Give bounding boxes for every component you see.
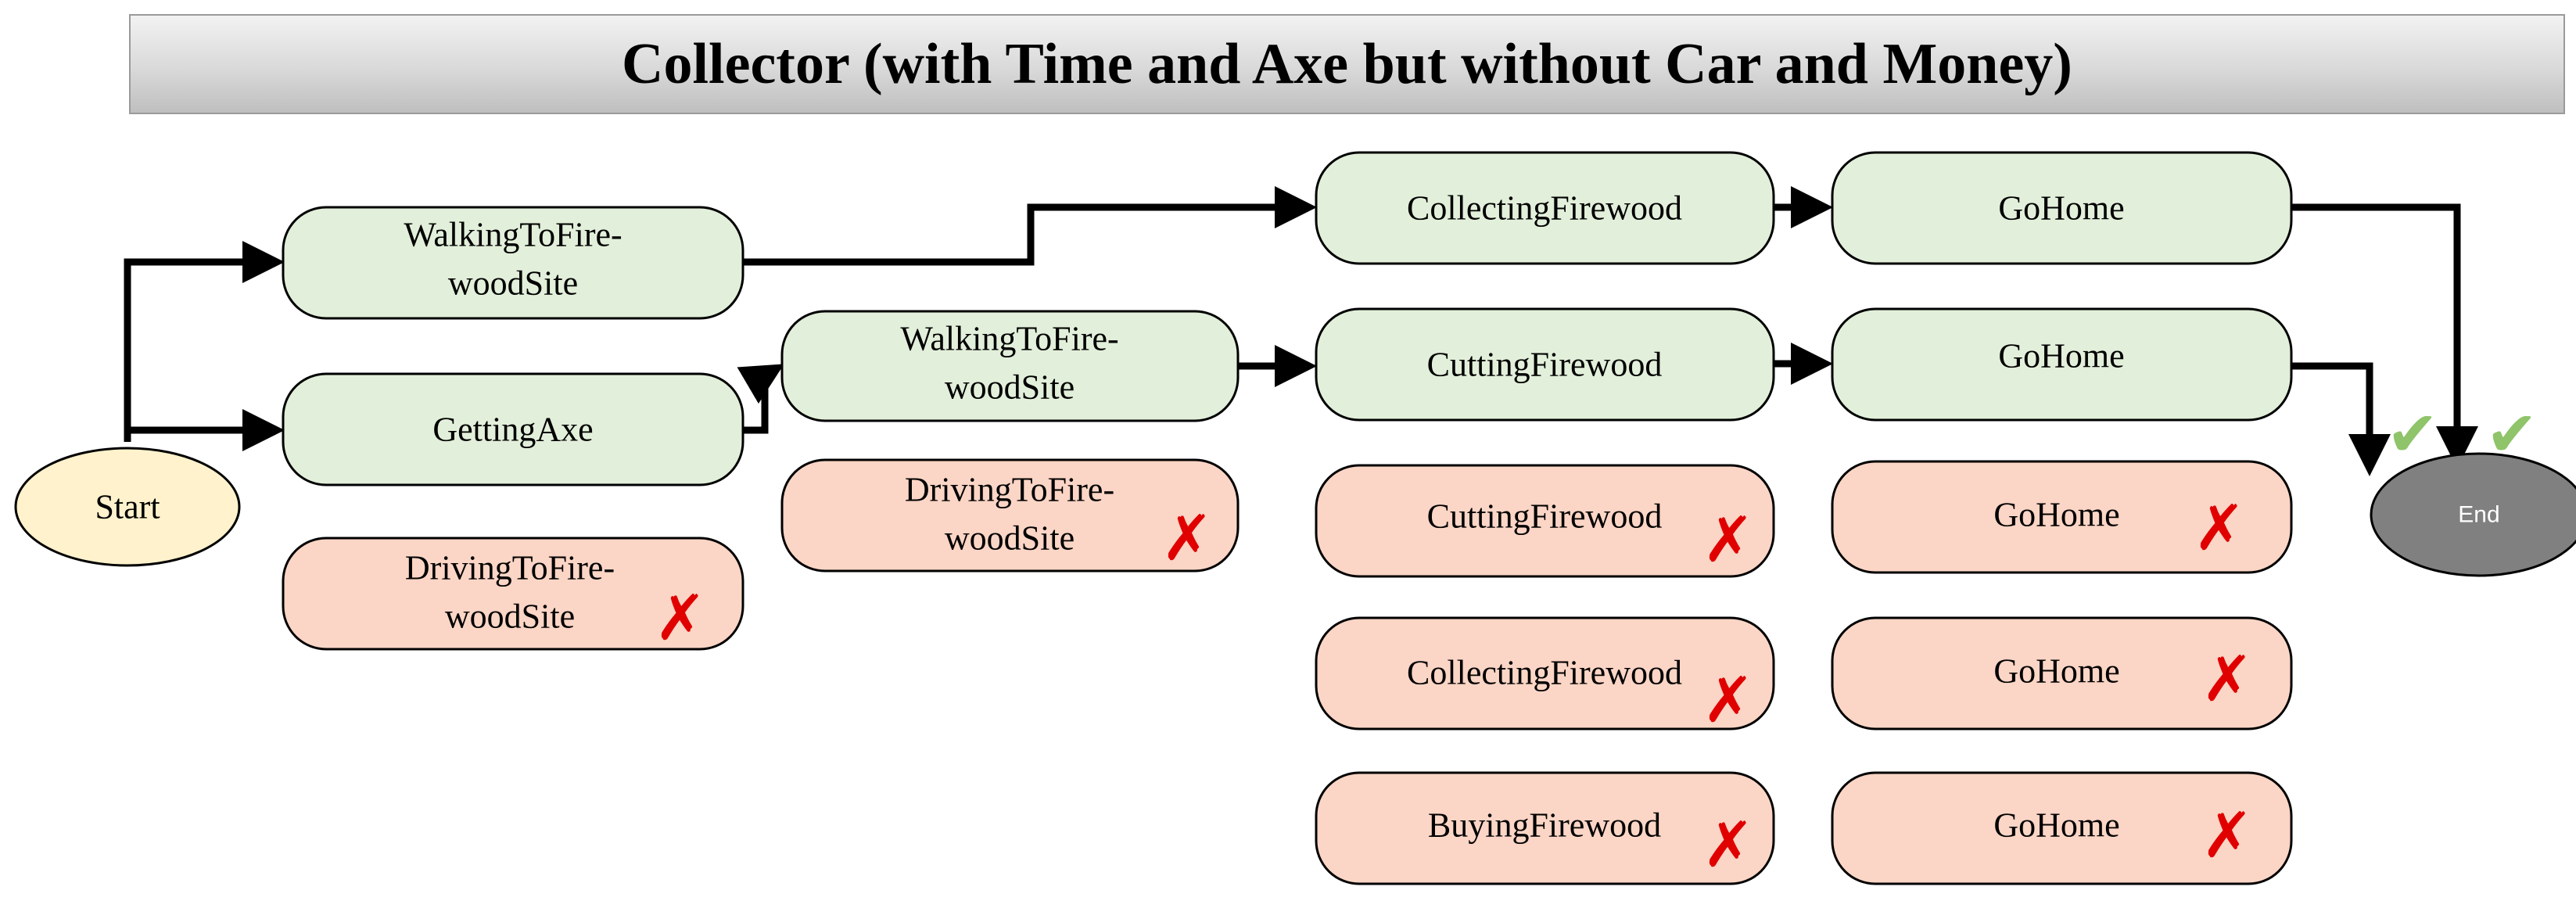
cross-mark-icon: ✗ (2193, 492, 2245, 565)
node-gohome-5: GoHome (1831, 771, 2293, 885)
node-walking-top: WalkingToFire- woodSite (282, 206, 744, 320)
end-label: End (2458, 502, 2499, 528)
collecting-fail-label: CollectingFirewood (1407, 654, 1682, 692)
check-mark-icon: ✔ (2386, 398, 2438, 471)
cross-mark-icon: ✗ (2201, 643, 2253, 716)
node-gohome-4: GoHome (1831, 616, 2293, 730)
walking-mid-line1: WalkingToFire- (900, 320, 1118, 358)
start-label: Start (95, 488, 160, 526)
node-driving-mid: DrivingToFire- woodSite (780, 458, 1240, 573)
node-cutting-mid: CuttingFirewood (1315, 307, 1775, 422)
walking-top-line2: woodSite (448, 264, 578, 303)
gohome-4-label: GoHome (1993, 652, 2119, 691)
edge-gohome2-end (2291, 362, 2391, 476)
node-walking-mid: WalkingToFire- woodSite (780, 310, 1240, 422)
check-mark-icon: ✔ (2485, 398, 2538, 471)
node-driving-left: DrivingToFire- woodSite (282, 537, 744, 651)
walking-top-line1: WalkingToFire- (404, 216, 622, 254)
node-buying-fail: BuyingFirewood (1315, 771, 1775, 885)
edge-start-getting-axe (124, 409, 285, 451)
driving-mid-line1: DrivingToFire- (905, 471, 1114, 509)
edge-getting-axe-walk-mid (737, 364, 784, 434)
cross-mark-icon: ✗ (1702, 664, 1754, 737)
cross-mark-icon: ✗ (1702, 504, 1754, 576)
title-bar: Collector (with Time and Axe but without… (129, 14, 2565, 114)
walking-mid-line2: woodSite (945, 368, 1075, 407)
node-gohome-1: GoHome (1831, 151, 2293, 265)
edge-walk-top-collecting (743, 186, 1317, 266)
collecting-top-label: CollectingFirewood (1407, 189, 1682, 228)
driving-left-line2: woodSite (445, 598, 575, 636)
gohome-2-label: GoHome (1998, 337, 2124, 375)
edge-start-walk-top (124, 241, 285, 442)
end-node: End (2370, 452, 2576, 577)
connectors (124, 186, 2478, 476)
driving-mid-line2: woodSite (945, 519, 1075, 558)
cross-mark-icon: ✗ (1702, 809, 1754, 881)
cross-mark-icon: ✗ (2201, 799, 2253, 872)
buying-fail-label: BuyingFirewood (1428, 806, 1661, 845)
node-gohome-3: GoHome (1831, 460, 2293, 574)
node-getting-axe: GettingAxe (282, 372, 744, 486)
diagram-title: Collector (with Time and Axe but without… (622, 31, 2072, 96)
cross-mark-icon: ✗ (654, 582, 706, 655)
check-marks: ✔ ✔ (2386, 398, 2538, 471)
gohome-5-label: GoHome (1993, 806, 2119, 845)
cross-marks: ✗ ✗ ✗ ✗ ✗ ✗ ✗ ✗ (654, 492, 2253, 881)
driving-left-line1: DrivingToFire- (405, 549, 615, 587)
node-gohome-2: GoHome (1831, 307, 2293, 422)
gohome-1-label: GoHome (1998, 189, 2124, 228)
getting-axe-label: GettingAxe (432, 411, 593, 449)
start-node: Start (14, 447, 241, 567)
node-collecting-fail: CollectingFirewood (1315, 616, 1775, 730)
node-cutting-fail: CuttingFirewood (1315, 464, 1775, 578)
edge-gohome1-end (2291, 203, 2478, 468)
cutting-fail-label: CuttingFirewood (1427, 497, 1663, 536)
cross-mark-icon: ✗ (1161, 502, 1213, 575)
node-collecting-top: CollectingFirewood (1315, 151, 1775, 265)
cutting-mid-label: CuttingFirewood (1427, 346, 1663, 384)
gohome-3-label: GoHome (1993, 496, 2119, 534)
